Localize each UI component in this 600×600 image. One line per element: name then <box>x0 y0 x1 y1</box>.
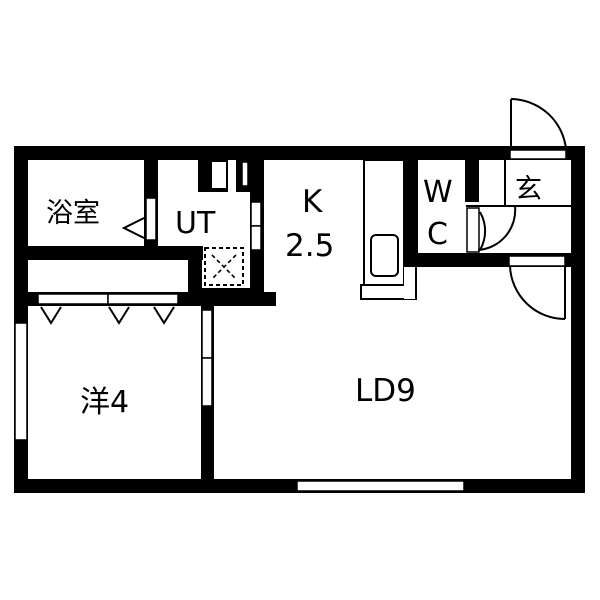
triangle-down-icon <box>153 306 175 325</box>
room-label-toilet-line2: C <box>427 217 448 252</box>
room-lines <box>466 160 571 253</box>
room-label-kitchen-line1: K <box>302 184 323 220</box>
dashed-box-x-icon <box>204 247 244 286</box>
door-swing-icon <box>477 205 517 251</box>
interior-walls <box>28 160 571 493</box>
room-label-kitchen-line2: 2.5 <box>285 228 334 264</box>
room-label-entrance: 玄 <box>515 174 542 205</box>
kitchen-counter <box>360 159 417 300</box>
room-label-toilet-line1: W <box>423 175 453 210</box>
door-swing-icon <box>510 98 567 150</box>
triangle-down-icon <box>40 306 62 325</box>
sink-icon <box>370 234 399 277</box>
closet-markers <box>40 306 175 325</box>
room-label-bath: 浴室 <box>46 198 100 229</box>
windows <box>14 149 567 492</box>
triangle-down-icon <box>108 306 130 325</box>
room-label-utility: UT <box>175 206 216 241</box>
door-swing-icon <box>509 265 566 320</box>
triangle-left-icon <box>121 217 145 239</box>
room-label-living-dining: LD9 <box>355 373 416 409</box>
room-label-western-room: 洋4 <box>80 385 129 420</box>
